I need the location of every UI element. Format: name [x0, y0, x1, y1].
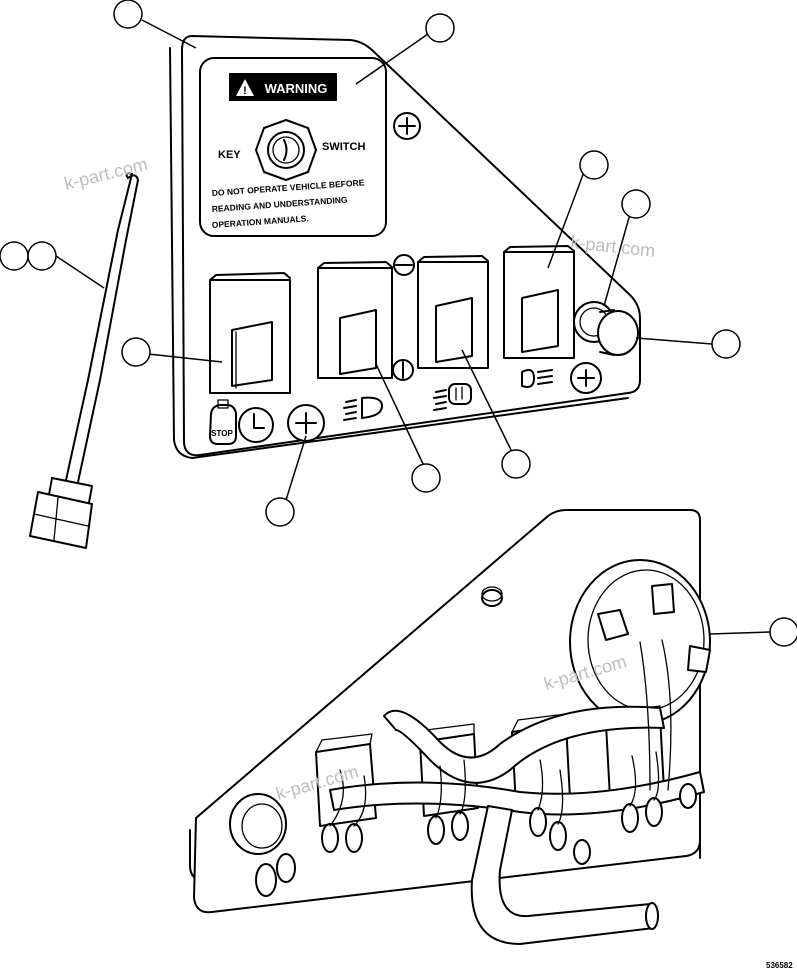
wire-harness — [29, 172, 139, 549]
plus-button-icon — [570, 362, 602, 394]
stop-icon: STOP — [209, 399, 237, 445]
work-light-icon — [343, 396, 383, 421]
clock-icon — [238, 407, 274, 443]
figure-code: 536582 — [766, 961, 793, 970]
callouts — [0, 0, 797, 647]
warning-title: WARNING — [265, 81, 328, 96]
rocker-switch-4 — [503, 245, 575, 359]
beacon-icon — [521, 369, 553, 388]
harness-connector — [29, 477, 93, 549]
callout-balloon — [769, 617, 797, 647]
callout-balloon — [121, 337, 151, 367]
callout-balloon — [579, 150, 609, 180]
stop-text: STOP — [211, 429, 233, 438]
lamp-socket — [229, 793, 296, 897]
switch-label: SWITCH — [322, 141, 365, 153]
rocker-switch-3 — [417, 255, 489, 369]
panel-screw-lower-icon — [392, 359, 414, 381]
callout-balloon — [711, 329, 741, 359]
key-label: KEY — [218, 149, 241, 161]
key-switch — [255, 119, 317, 181]
callout-balloon — [425, 13, 455, 43]
callout-balloon — [27, 241, 57, 271]
front-switch-panel: ! WARNING KEY SWITCH DO NOT OPERATE VEHI… — [169, 35, 641, 459]
mounting-stud — [481, 586, 503, 607]
warning-decal: ! WARNING KEY SWITCH DO NOT OPERATE VEHI… — [199, 57, 387, 237]
indicator-light — [573, 301, 639, 356]
rear-wire-bundle — [329, 639, 705, 945]
rocker-switch-2 — [317, 261, 393, 379]
callout-balloon — [265, 497, 295, 527]
horn-plus-icon — [287, 404, 325, 442]
callout-balloon — [0, 241, 29, 271]
callout-balloon — [501, 449, 531, 479]
mounting-screw-icon — [393, 112, 421, 140]
terminal-connectors — [321, 751, 697, 865]
rear-switch-panel — [189, 509, 711, 945]
rocker-switch-1 — [209, 272, 291, 394]
callout-balloon — [113, 0, 143, 29]
panel-screw-upper-icon — [393, 254, 415, 276]
callout-balloon — [621, 189, 651, 219]
svg-text:!: ! — [243, 85, 247, 97]
callout-balloon — [411, 463, 441, 493]
headlight-icon — [433, 383, 472, 411]
